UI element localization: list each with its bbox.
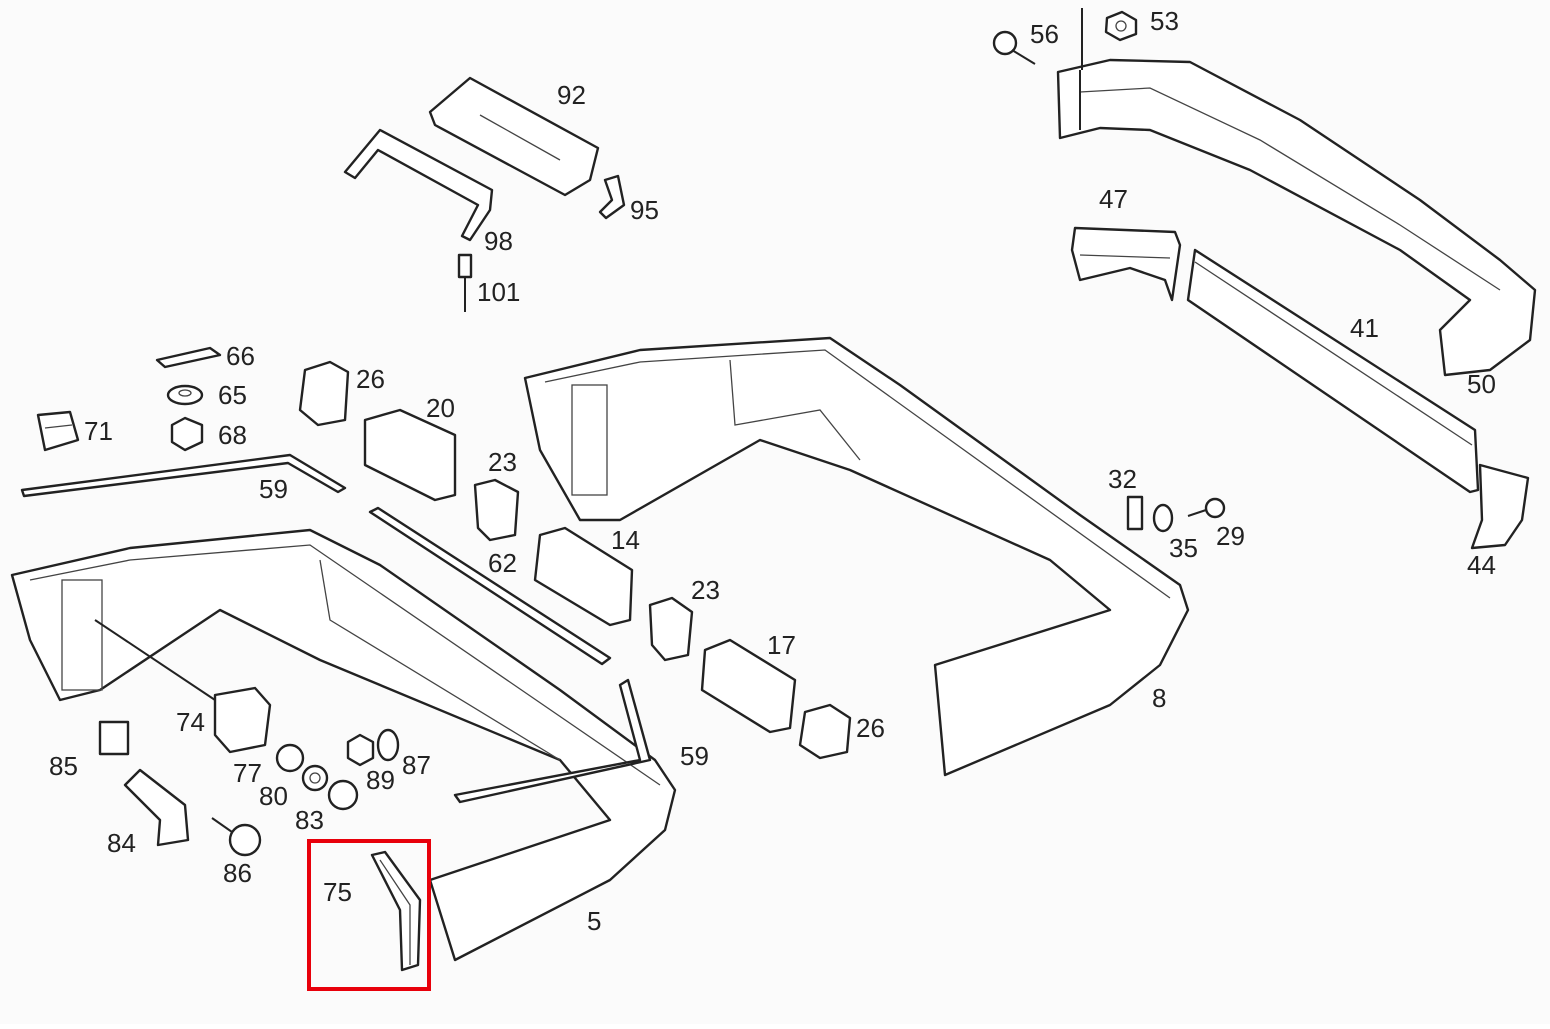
part-26-bracket-lower[interactable] [798,703,852,760]
part-83-nut[interactable] [327,779,359,811]
part-14-block[interactable] [533,526,634,627]
part-56-screw[interactable] [992,30,1036,65]
callout-84[interactable]: 84 [107,828,136,858]
part-41-trim-strip[interactable] [1186,248,1480,494]
part-95-clip[interactable] [598,174,626,220]
part-59-trim-strip-lower[interactable] [453,678,652,804]
part-87-washer[interactable] [376,728,400,762]
callout-77[interactable]: 77 [233,758,262,788]
part-50-bumper-cover[interactable] [1056,58,1537,377]
callout-65[interactable]: 65 [218,380,247,410]
callout-80[interactable]: 80 [259,781,288,811]
callout-101[interactable]: 101 [477,277,520,307]
callout-20[interactable]: 20 [426,393,455,423]
part-68-nut[interactable] [170,416,204,452]
part-86-screw[interactable] [211,817,262,857]
part-74-bracket[interactable] [94,619,272,754]
part-59-trim-strip-upper[interactable] [20,453,612,666]
part-80-washer[interactable] [301,764,329,792]
callout-66[interactable]: 66 [226,341,255,371]
callout-41[interactable]: 41 [1350,313,1379,343]
part-77-washer[interactable] [275,743,305,773]
highlight-box-part-75 [307,839,431,991]
callout-23-lower[interactable]: 23 [691,575,720,605]
callout-62[interactable]: 62 [488,548,517,578]
part-5-bumper-cover[interactable] [10,528,677,962]
callout-98[interactable]: 98 [484,226,513,256]
part-98-bracket[interactable] [343,128,494,242]
callout-23-upper[interactable]: 23 [488,447,517,477]
callout-89[interactable]: 89 [366,765,395,795]
callout-8[interactable]: 8 [1152,683,1166,713]
callout-53[interactable]: 53 [1150,6,1179,36]
part-26-bracket-upper[interactable] [298,360,350,427]
part-85-clip[interactable] [98,720,130,756]
part-71-clip[interactable] [36,410,80,452]
callout-labels: 56 53 92 95 98 101 47 41 50 66 65 68 71 … [49,6,1496,936]
callout-92[interactable]: 92 [557,80,586,110]
callout-35[interactable]: 35 [1169,533,1198,563]
callout-26-upper[interactable]: 26 [356,364,385,394]
part-17-block[interactable] [700,638,797,734]
callout-95[interactable]: 95 [630,195,659,225]
part-84-bracket[interactable] [123,768,190,847]
part-35-nut[interactable] [1152,503,1174,533]
part-92-bracket[interactable] [428,76,600,197]
part-53-nut[interactable] [1081,8,1138,70]
callout-32[interactable]: 32 [1108,464,1137,494]
callout-17[interactable]: 17 [767,630,796,660]
part-47-trim-end[interactable] [1070,226,1182,302]
callout-71[interactable]: 71 [84,416,113,446]
callout-87[interactable]: 87 [402,750,431,780]
callout-86[interactable]: 86 [223,858,252,888]
part-32-clip[interactable] [1126,495,1144,531]
callout-14[interactable]: 14 [611,525,640,555]
callout-75[interactable]: 75 [323,877,352,907]
part-75-trim-strip[interactable] [370,850,422,972]
callout-47[interactable]: 47 [1099,184,1128,214]
callout-44[interactable]: 44 [1467,550,1496,580]
part-8-bumper-cover[interactable] [523,336,1190,777]
callout-68[interactable]: 68 [218,420,247,450]
callout-26-lower[interactable]: 26 [856,713,885,743]
part-44-end-cap[interactable] [1470,463,1530,550]
part-89-nut[interactable] [346,733,375,767]
callout-59-upper[interactable]: 59 [259,474,288,504]
part-20-block[interactable] [363,408,457,502]
part-29-screw[interactable] [1187,497,1226,519]
callout-29[interactable]: 29 [1216,521,1245,551]
callout-50[interactable]: 50 [1467,369,1496,399]
part-66-pad[interactable] [155,346,222,369]
callout-85[interactable]: 85 [49,751,78,781]
part-101-pin[interactable] [457,253,473,312]
callout-56[interactable]: 56 [1030,19,1059,49]
callout-83[interactable]: 83 [295,805,324,835]
part-23-bracket-upper[interactable] [473,478,520,542]
part-23-bracket-lower[interactable] [648,596,694,662]
callout-74[interactable]: 74 [176,707,205,737]
part-65-washer[interactable] [166,384,204,406]
callout-59-lower[interactable]: 59 [680,741,709,771]
callout-5[interactable]: 5 [587,906,601,936]
